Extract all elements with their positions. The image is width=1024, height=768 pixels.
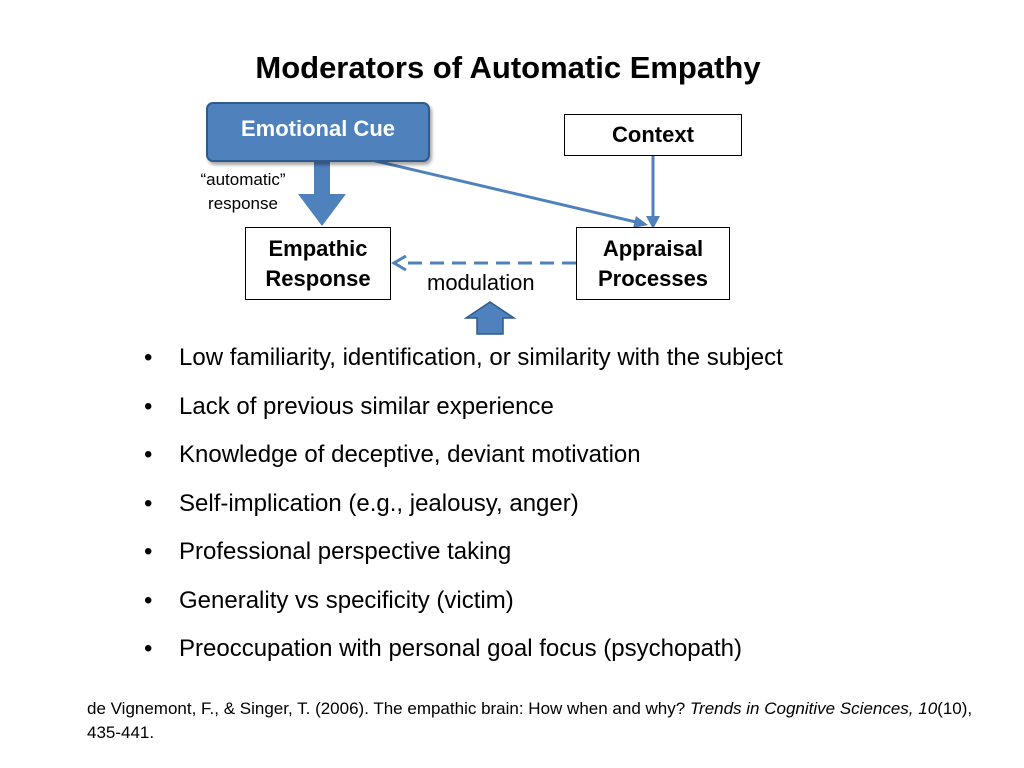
modulation-up-arrow [463,301,517,335]
list-item: •Self-implication (e.g., jealousy, anger… [144,489,579,517]
automatic-line2: response [208,194,278,213]
modulation-arrowhead [391,254,407,272]
context-label: Context [612,122,694,147]
emotional-cue-box: Emotional Cue [206,102,430,162]
citation-pages: (10), 435-441. [87,699,973,742]
appraisal-processes-box: Appraisal Processes [576,227,730,300]
slide-title: Moderators of Automatic Empathy [255,50,761,85]
emotional-cue-label: Emotional Cue [240,116,395,141]
moderator-list: •Low familiarity, identification, or sim… [144,338,783,678]
cue-to-appraisal-arrowhead [633,216,648,228]
list-item: •Lack of previous similar experience [144,392,554,420]
citation-authors: de Vignemont, F., & Singer, T. (2006). T… [87,699,690,718]
automatic-response-arrow [298,160,346,226]
empathic-response-line1: Empathic [268,235,368,261]
diagram-arrows [298,153,660,335]
empathic-response-line2: Response [265,265,371,291]
automatic-response-label: “automatic” response [180,168,306,216]
citation-journal: Trends in Cognitive Sciences, 10 [689,699,938,718]
cue-to-appraisal-line [349,153,637,224]
context-to-appraisal-arrowhead [646,216,660,229]
list-item: •Knowledge of deceptive, deviant motivat… [144,441,641,468]
list-item: •Professional perspective taking [144,538,512,565]
list-item: •Low familiarity, identification, or sim… [144,344,783,371]
list-item: •Preoccupation with personal goal focus … [144,635,742,662]
appraisal-line2: Processes [597,265,709,291]
context-box: Context [564,114,742,156]
modulation-label: modulation [427,270,535,295]
empathic-response-box: Empathic Response [245,227,391,300]
automatic-line1: “automatic” [200,170,286,189]
appraisal-line1: Appraisal [602,235,704,261]
list-item: •Generality vs specificity (victim) [144,586,514,614]
citation: de Vignemont, F., & Singer, T. (2006). T… [87,697,987,745]
